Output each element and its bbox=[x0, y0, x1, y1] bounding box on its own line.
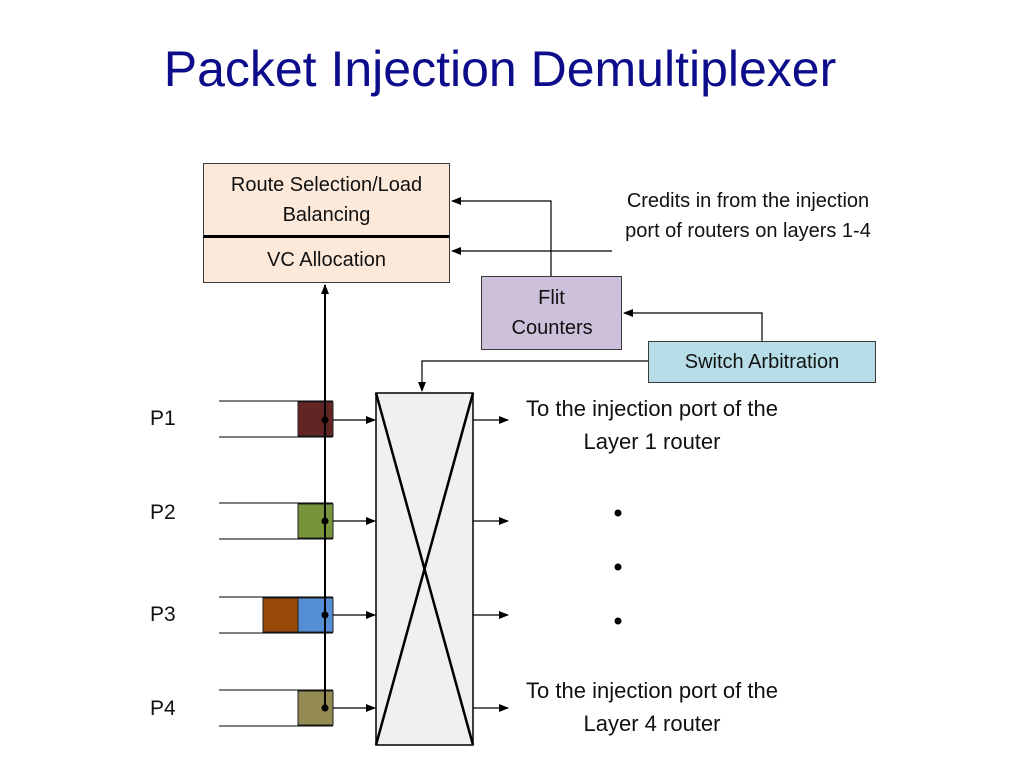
flit-p3-a bbox=[262, 597, 299, 633]
input-buffers bbox=[219, 400, 333, 727]
switch-to-crossbar-arrow bbox=[418, 360, 648, 392]
switch-arbitration-box: Switch Arbitration bbox=[648, 341, 876, 383]
flit-counter-to-route-arrow bbox=[451, 197, 552, 276]
port-label-p3: P3 bbox=[150, 603, 176, 626]
page-title: Packet Injection Demultiplexer bbox=[163, 41, 837, 97]
destination-layer1-label: To the injection port of the Layer 1 rou… bbox=[526, 396, 778, 454]
crossbar-switch bbox=[374, 392, 475, 746]
flit-counters-label: Flit Counters bbox=[511, 287, 593, 339]
route-selection-label: Route Selection/Load Balancing bbox=[230, 173, 423, 226]
switch-arbitration-label: Switch Arbitration bbox=[684, 351, 840, 373]
port-label-p4: P4 bbox=[150, 697, 176, 720]
port-label-p1: P1 bbox=[150, 407, 176, 430]
switch-to-flit-counter-arrow bbox=[623, 309, 763, 341]
crossbar-input-arrows bbox=[333, 416, 376, 712]
junction-dots bbox=[321, 416, 329, 712]
destination-layer4-label: To the injection port of the Layer 4 rou… bbox=[526, 678, 778, 736]
route-selection-box: Route Selection/Load Balancing bbox=[203, 163, 450, 238]
ellipsis-dots bbox=[614, 509, 622, 625]
vc-allocation-box: VC Allocation bbox=[203, 238, 450, 283]
port-label-p2: P2 bbox=[150, 501, 176, 524]
vc-allocation-label: VC Allocation bbox=[267, 249, 386, 271]
credits-label: Credits in from the injection port of ro… bbox=[625, 190, 871, 242]
flit-counters-box: Flit Counters bbox=[481, 276, 622, 350]
crossbar-output-arrows bbox=[473, 416, 509, 712]
